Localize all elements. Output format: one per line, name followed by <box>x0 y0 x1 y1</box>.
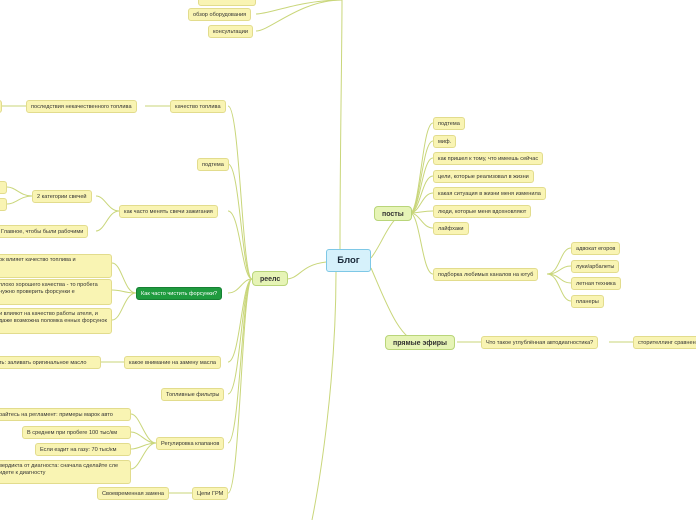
reels-valves[interactable]: Регулировка клапанов <box>156 437 225 450</box>
consultations-node[interactable]: консультации <box>208 25 253 38</box>
posts-item[interactable]: лайфхаки <box>433 222 469 235</box>
reels-spark-cutoff-1[interactable] <box>0 181 7 194</box>
youtube-channel[interactable]: планеры <box>571 295 604 308</box>
youtube-channel[interactable]: адвокат егоров <box>571 242 621 255</box>
branch-posts[interactable]: посты <box>374 206 412 221</box>
reels-injectors-sub2[interactable]: плохо хорошего качества - то пробега нуж… <box>0 279 112 305</box>
reels-injectors-sub3[interactable]: и влияют на качество работы ателя, и даж… <box>0 308 112 334</box>
posts-item[interactable]: подтема <box>433 117 465 130</box>
reels-valves-sub1[interactable]: райтесь на регламент: примеры марок авто <box>0 408 131 421</box>
reels-spark-change[interactable]: как часто менять свечи зажигания <box>119 205 218 218</box>
live-diagnostics[interactable]: Что такое углублённая автодиагностика? <box>481 336 599 349</box>
root-node[interactable]: Блог <box>326 249 371 272</box>
posts-youtube-channels[interactable]: подборка любимых каналов на ютуб <box>433 268 539 281</box>
live-storytelling[interactable]: сторителлинг сравнения <box>633 336 696 349</box>
reels-injectors-clean[interactable]: Как часто чистить форсунки? <box>136 287 223 300</box>
youtube-channel[interactable]: луки/арбалеты <box>571 260 620 273</box>
reels-injectors-sub1[interactable]: ок влияет качество топлива и <box>0 254 112 278</box>
reels-fuel-quality[interactable]: качество топлива <box>170 100 226 113</box>
branch-live[interactable]: прямые эфиры <box>385 335 456 350</box>
posts-item[interactable]: как пришел к тому, что имеешь сейчас <box>433 152 544 165</box>
equipment-review-node[interactable]: обзор оборудования <box>188 8 252 21</box>
reels-subtopic[interactable]: подтема <box>197 158 229 171</box>
reels-timing-sub[interactable]: Своевременная замена <box>97 487 170 500</box>
reels-fuel-filters[interactable]: Топливные фильтры <box>161 388 225 401</box>
reels-fuel-consequences[interactable]: последствия некачественного топлива <box>26 100 137 113</box>
reels-valves-sub4[interactable]: вердикта от диагноста: сначала сделайте … <box>0 460 131 484</box>
reels-oil-change[interactable]: какое внимание на замену масла <box>124 356 221 369</box>
posts-item[interactable]: какая ситуация в жизни меня изменила <box>433 187 546 200</box>
posts-item[interactable]: люди, которые меня вдохновляют <box>433 205 532 218</box>
reels-spark-cutoff-2[interactable] <box>0 198 7 211</box>
posts-item[interactable]: цели, которые реализовал в жизни <box>433 170 534 183</box>
branch-reels[interactable]: реелс <box>252 271 289 286</box>
youtube-channel[interactable]: летная техника <box>571 277 621 290</box>
reels-timing-chain[interactable]: Цепи ГРМ <box>192 487 229 500</box>
reels-spark-main[interactable]: Главное, чтобы были рабочими <box>0 225 89 238</box>
reels-valves-sub2[interactable]: В среднем при пробеге 100 тыс/км <box>22 426 131 439</box>
reels-fuel-cutoff[interactable] <box>0 100 2 113</box>
top-cutoff-node[interactable] <box>198 0 256 6</box>
reels-oil-sub[interactable]: ть: заливать оригинальное масло <box>0 356 101 369</box>
reels-valves-sub3[interactable]: Если ездит на газу: 70 тыс/км <box>35 443 131 456</box>
posts-item[interactable]: миф. <box>433 135 457 148</box>
reels-spark-categories[interactable]: 2 категории свечей <box>32 190 92 203</box>
